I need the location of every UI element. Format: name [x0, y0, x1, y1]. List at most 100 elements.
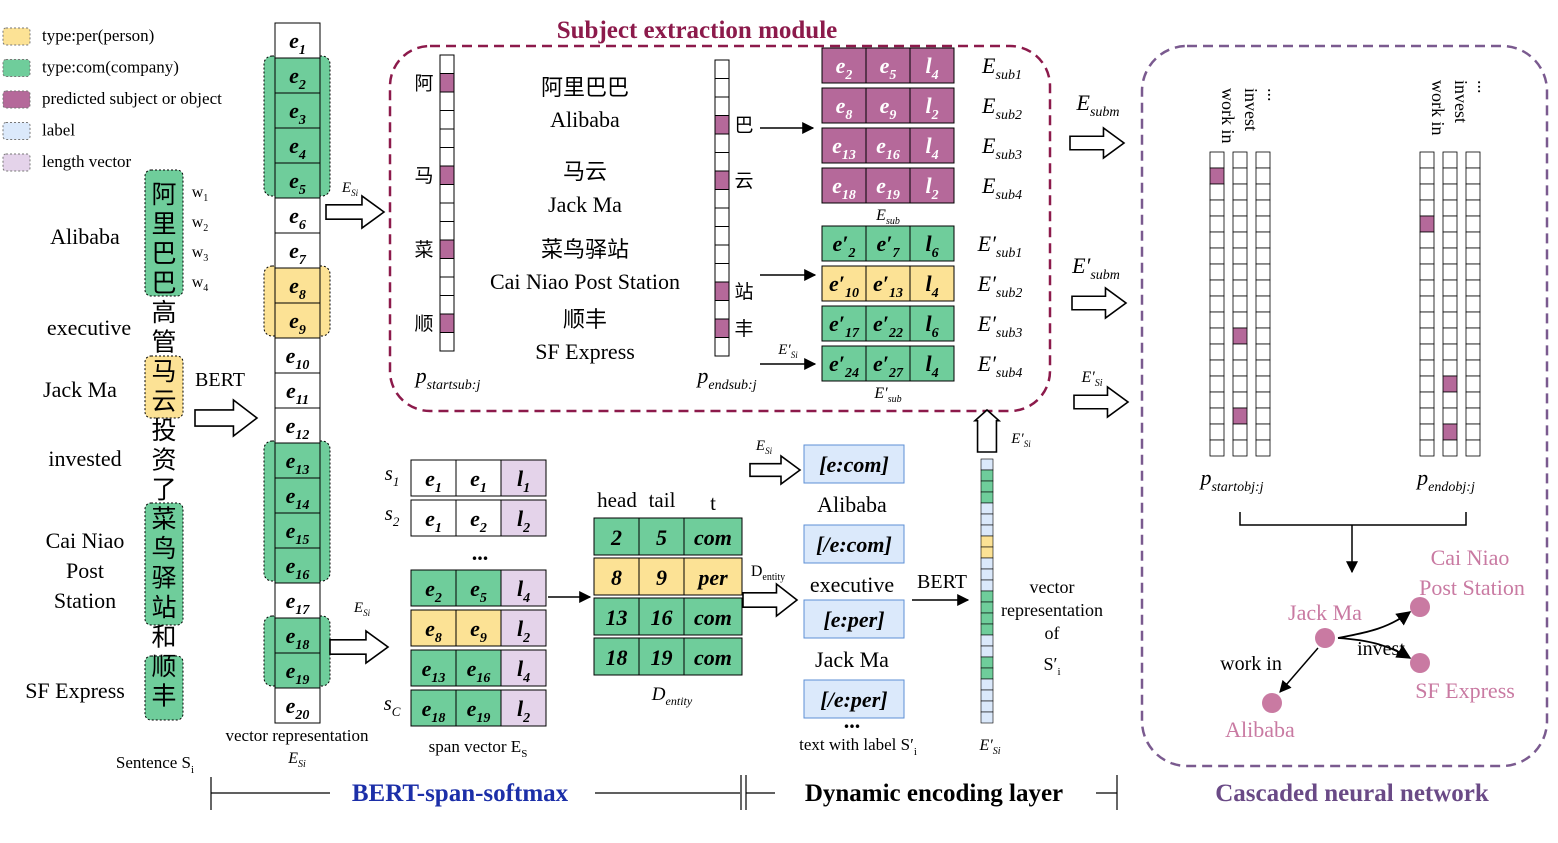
relation-column-label: invest — [1241, 88, 1261, 131]
span-cell-label: e13 — [422, 656, 446, 686]
object-pointer-cell — [1255, 295, 1271, 313]
start-pointer-cell — [439, 73, 455, 93]
dentity-cell-label: com — [694, 605, 732, 630]
object-pointer-cell — [1442, 247, 1458, 265]
esubprime-cell-label: e′24 — [829, 351, 859, 381]
object-pointer-cell — [1209, 391, 1225, 409]
esubprime-cell — [865, 265, 911, 302]
esi-label-bottom: ESi — [353, 600, 371, 618]
sentence-char: 资 — [151, 446, 176, 475]
span-length-label: l4 — [517, 576, 530, 606]
span-length-label: l1 — [517, 466, 530, 496]
object-pointer-cell — [1419, 391, 1435, 409]
sentence-english-word: Post — [66, 558, 104, 583]
esub-cell — [865, 167, 911, 204]
encoded-vector-cell — [980, 634, 994, 647]
bert-label-2: BERT — [917, 571, 967, 593]
esubprime-row-label: E′sub2 — [977, 271, 1023, 301]
sentence-english-word: Jack Ma — [43, 377, 117, 402]
labeled-sentence-word: Alibaba — [817, 492, 887, 517]
encoded-vector-cell — [980, 469, 994, 482]
graph-node-label-sfexpress: SF Express — [1415, 678, 1515, 703]
object-pointer-cell — [1255, 151, 1271, 169]
object-pointer-cell — [1419, 327, 1435, 345]
object-pointer-cell — [1232, 423, 1248, 441]
esubprime-cell-label: e′27 — [873, 351, 904, 381]
labeled-sentence-word: executive — [810, 572, 894, 597]
arrow-to-labeled-text — [742, 582, 799, 618]
esubprime-row-label: E′sub3 — [977, 311, 1023, 341]
relation-column-label: work in — [1428, 80, 1448, 136]
esub-caption: Esub — [875, 207, 900, 227]
object-pointer-cell — [1465, 311, 1481, 329]
vector-representation-s: S′i — [1043, 654, 1060, 678]
span-cell — [410, 609, 457, 647]
dentity-cell-label: 19 — [651, 645, 673, 670]
end-pointer-char: 巴 — [734, 115, 753, 137]
dentity-header-t: t — [710, 491, 716, 515]
object-pointer-cell — [1465, 151, 1481, 169]
esubprime-row-label: E′sub1 — [977, 231, 1023, 261]
dentity-cell-label: 2 — [610, 525, 622, 550]
legend-label: type:per(person) — [42, 26, 154, 45]
dentity-cell-label: per — [696, 565, 728, 590]
token-label: e14 — [286, 483, 310, 513]
object-pointer-cell — [1419, 375, 1435, 393]
object-pointer-cell — [1255, 311, 1271, 329]
object-pointer-cell — [1465, 231, 1481, 249]
section-title-dynamic-encoding: Dynamic encoding layer — [805, 780, 1063, 807]
esubprime-length-label: l6 — [925, 311, 938, 341]
token-label: e18 — [286, 623, 310, 653]
sentence-char: 丰 — [151, 682, 176, 711]
cascade-module-border — [1140, 44, 1549, 768]
dentity-arrow-label: Dentity — [751, 563, 785, 583]
sentence-char: 巴 — [151, 239, 176, 268]
esubprime-cell-label: e′17 — [829, 311, 860, 341]
object-pointer-cell — [1209, 183, 1225, 201]
object-pointer-cell — [1255, 167, 1271, 185]
object-pointer-cell — [1232, 151, 1248, 169]
graph-node-alibaba — [1262, 693, 1282, 713]
dentity-caption: Dentity — [651, 684, 693, 708]
sentence-char: 菜 — [151, 505, 176, 534]
encoded-vector-cell — [980, 535, 994, 548]
object-pointer-cell — [1419, 343, 1435, 361]
object-pointer-cell — [1255, 439, 1271, 457]
span-cell-label: e9 — [470, 616, 487, 646]
start-pointer-cell — [439, 276, 455, 296]
token-label: e9 — [289, 308, 306, 338]
end-pointer-cell — [714, 189, 730, 209]
arrow-esubprime-m — [1071, 286, 1128, 320]
start-pointer-cell — [439, 258, 455, 278]
legend-swatch — [2, 122, 31, 140]
object-pointer-cell — [1442, 407, 1458, 425]
esubprime-cell-label: e′22 — [873, 311, 903, 341]
end-pointer-char: 云 — [734, 170, 753, 192]
end-object-caption: pendobj:j — [1415, 465, 1475, 495]
object-pointer-cell — [1232, 375, 1248, 393]
sentence-char: 里 — [151, 210, 176, 239]
arrow-to-subject-module — [325, 194, 386, 230]
subject-module-border — [388, 44, 1052, 413]
sentence-char: 云 — [151, 387, 176, 416]
legend-swatch — [2, 153, 31, 172]
end-pointer-char: 丰 — [734, 318, 753, 340]
start-pointer-cell — [439, 110, 455, 130]
token-label: e20 — [286, 693, 310, 723]
object-pointer-cell — [1419, 183, 1435, 201]
start-pointer-cell — [439, 295, 455, 315]
labeled-text-caption: text with label S′i — [799, 735, 917, 758]
object-pointer-cell — [1255, 247, 1271, 265]
start-object-caption: pstartobj:j — [1198, 465, 1263, 495]
entity-label-text: [e:per] — [823, 607, 884, 632]
object-pointer-cell — [1255, 407, 1271, 425]
entity-group-sfexpress — [144, 655, 184, 721]
graph-node-sfexpress — [1410, 653, 1430, 673]
object-pointer-cell — [1419, 247, 1435, 265]
dentity-cell — [593, 517, 640, 556]
sentence-char: 了 — [151, 475, 176, 504]
relation-column-label: invest — [1451, 80, 1471, 123]
span-cell — [455, 569, 502, 607]
token-cell — [274, 617, 321, 654]
object-pointer-cell — [1209, 279, 1225, 297]
